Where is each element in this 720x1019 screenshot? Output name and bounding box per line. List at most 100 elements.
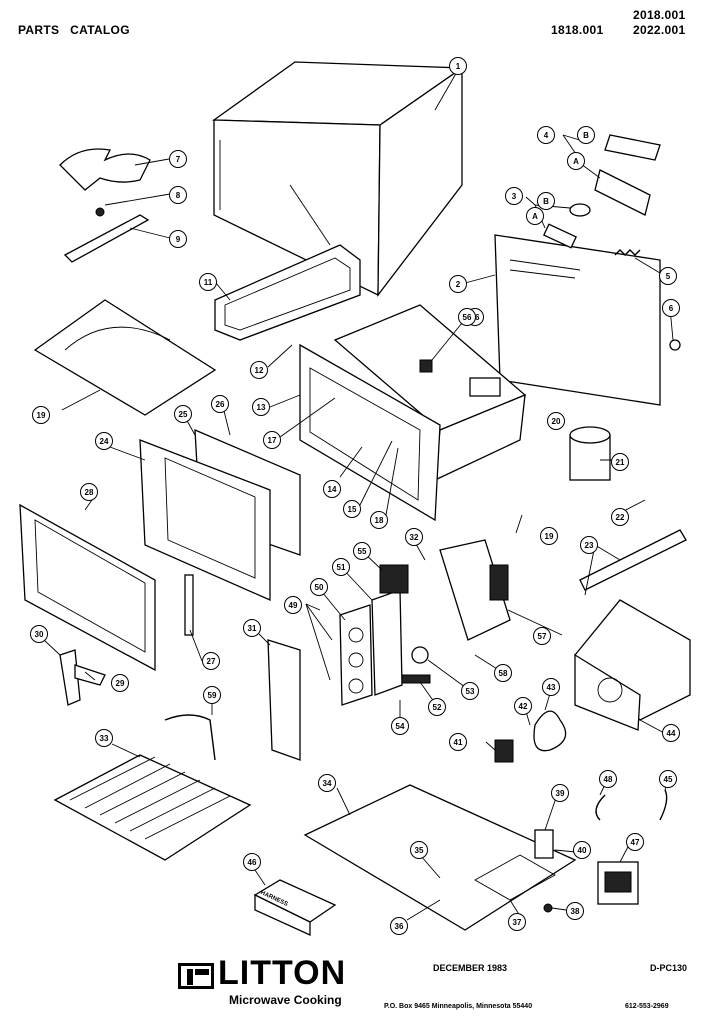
wire-lead-45 xyxy=(659,789,668,821)
callout-45: 45 xyxy=(659,770,677,788)
callout-5: 5 xyxy=(659,267,677,285)
callout-9: 9 xyxy=(169,230,187,248)
litton-logo-mark xyxy=(178,963,214,989)
callout-50: 50 xyxy=(310,578,328,596)
wire-lead-48 xyxy=(595,794,606,821)
callout-13: 13 xyxy=(252,398,270,416)
callout-37: 37 xyxy=(508,913,526,931)
door-rod xyxy=(579,529,687,591)
door-assembly xyxy=(19,503,156,672)
interlock-switch xyxy=(419,359,433,373)
callout-22: 22 xyxy=(611,508,629,526)
stirrer-screw xyxy=(95,207,105,217)
callout-19-lower: 19 xyxy=(540,527,558,545)
callout-27: 27 xyxy=(202,652,220,670)
door-latch xyxy=(59,649,81,706)
company-address: P.O. Box 9465 Minneapolis, Minnesota 554… xyxy=(384,1003,533,1010)
callout-42: 42 xyxy=(514,697,532,715)
callout-36: 36 xyxy=(390,917,408,935)
callout-54: 54 xyxy=(391,717,409,735)
callout-55: 55 xyxy=(353,542,371,560)
callout-48: 48 xyxy=(599,770,617,788)
company-phone: 612-553-2969 xyxy=(625,1003,669,1010)
callout-7: 7 xyxy=(169,150,187,168)
callout-56: 56 xyxy=(458,308,476,326)
blower-assembly xyxy=(574,599,691,731)
callout-15: 15 xyxy=(343,500,361,518)
high-voltage-transformer xyxy=(597,861,639,905)
control-board xyxy=(371,589,403,696)
stirrer-cover xyxy=(33,299,217,416)
callout-53: 53 xyxy=(461,682,479,700)
magnetron xyxy=(569,426,611,481)
door-frame xyxy=(139,439,271,601)
brand-subtitle: Microwave Cooking xyxy=(229,993,342,1007)
brand-name: LITTON xyxy=(218,954,347,992)
callout-21: 21 xyxy=(611,453,629,471)
stirrer-bracket xyxy=(63,214,150,263)
lamp-bulb xyxy=(569,203,591,217)
door-hinge xyxy=(184,574,194,636)
callout-34: 34 xyxy=(318,774,336,792)
callout-4a: A xyxy=(567,152,585,170)
callout-4b: B xyxy=(577,126,595,144)
callout-6: 6 xyxy=(662,299,680,317)
callout-41: 41 xyxy=(449,733,467,751)
oven-shelf xyxy=(53,754,252,861)
control-panel xyxy=(339,604,373,706)
callout-3a: A xyxy=(526,207,544,225)
fan-motor xyxy=(494,739,514,763)
callout-12: 12 xyxy=(250,361,268,379)
callout-23: 23 xyxy=(580,536,598,554)
base-plate xyxy=(303,784,577,931)
callout-40: 40 xyxy=(573,841,591,859)
callout-46: 46 xyxy=(243,853,261,871)
callout-58: 58 xyxy=(494,664,512,682)
catalog-title: PARTS CATALOG xyxy=(18,23,130,37)
callout-32: 32 xyxy=(405,528,423,546)
callout-2: 2 xyxy=(449,275,467,293)
capacitor xyxy=(534,829,554,859)
callout-59: 59 xyxy=(203,686,221,704)
stirrer-fan-blade xyxy=(59,148,151,191)
callout-51: 51 xyxy=(332,558,350,576)
callout-30: 30 xyxy=(30,625,48,643)
callout-8: 8 xyxy=(169,186,187,204)
model-number-2022: 2022.001 xyxy=(633,23,686,37)
knob xyxy=(669,339,681,351)
callout-31: 31 xyxy=(243,619,261,637)
callout-38: 38 xyxy=(566,902,584,920)
timer-motor xyxy=(379,564,409,594)
callout-24: 24 xyxy=(95,432,113,450)
model-number-2018: 2018.001 xyxy=(633,8,686,22)
callout-44: 44 xyxy=(662,724,680,742)
callout-52: 52 xyxy=(428,698,446,716)
callout-29: 29 xyxy=(111,674,129,692)
callout-35: 35 xyxy=(410,841,428,859)
door-channel xyxy=(267,639,301,761)
callout-1: 1 xyxy=(449,57,467,75)
callout-49: 49 xyxy=(284,596,302,614)
callout-18: 18 xyxy=(370,511,388,529)
thermal-cutout-lead xyxy=(164,714,216,761)
callout-19-upper: 19 xyxy=(32,406,50,424)
push-switch xyxy=(401,674,431,684)
callout-4: 4 xyxy=(537,126,555,144)
callout-11: 11 xyxy=(199,273,217,291)
callout-25: 25 xyxy=(174,405,192,423)
lamp-cover xyxy=(604,134,661,161)
model-number-1818: 1818.001 xyxy=(551,23,604,37)
callout-14: 14 xyxy=(323,480,341,498)
callout-3: 3 xyxy=(505,187,523,205)
back-panel xyxy=(494,234,661,406)
callout-17: 17 xyxy=(263,431,281,449)
callout-26: 26 xyxy=(211,395,229,413)
lamp-bracket xyxy=(594,169,651,216)
lamp-socket xyxy=(543,223,577,249)
callout-3b: B xyxy=(537,192,555,210)
catalog-date: DECEMBER 1983 xyxy=(433,963,508,973)
document-id: D-PC130 xyxy=(650,963,688,973)
callout-20: 20 xyxy=(547,412,565,430)
blower-fan xyxy=(533,710,567,752)
